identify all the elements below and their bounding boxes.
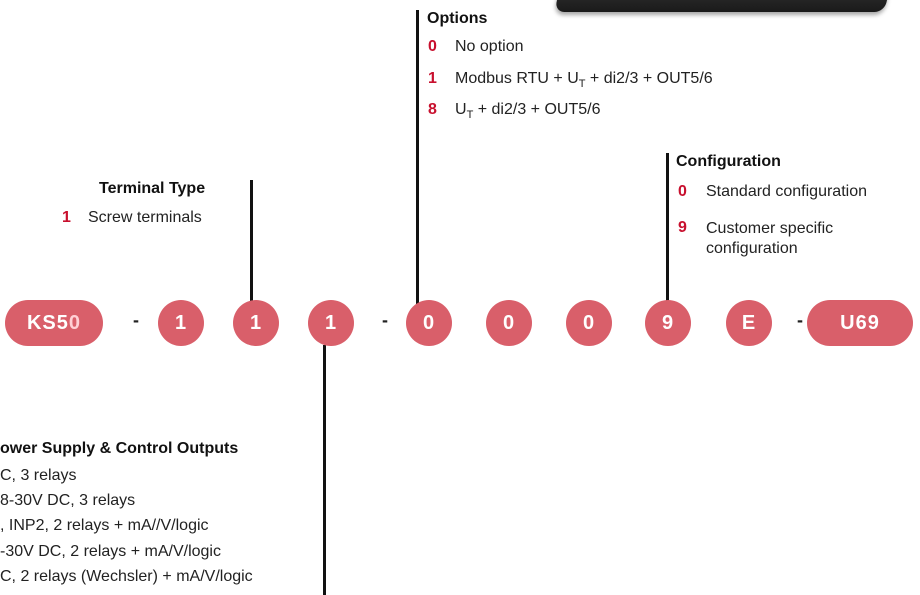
configuration-label-line1: Customer specific [706,220,834,237]
terminal-connector-line [250,180,253,305]
configuration-item: 9 Customer specific configuration [678,219,833,259]
code-digit-3: 1 [308,300,354,346]
power-item: 8-30V DC, 3 relays [0,492,136,509]
options-item: 8 UT + di2/3 + OUT5/6 [428,101,600,121]
code-digit-terminal-type: 1 [233,300,279,346]
code-digit-7: 0 [566,300,612,346]
configuration-item: 0 Standard configuration [678,183,867,201]
code-digit-6: 0 [486,300,532,346]
code-prefix-main: KS5 [26,311,69,334]
configuration-label: Standard configuration [706,183,867,200]
terminal-item: 1 Screw terminals [62,209,202,227]
code-digit-9: E [726,300,772,346]
code-digit-options: 0 [406,300,452,346]
option-label-post: + di2/3 + OUT5/6 [473,101,601,118]
option-label-pre: Modbus RTU + U [455,70,579,87]
configuration-label-line2: configuration [706,240,798,257]
option-label: No option [455,38,524,55]
option-label-pre: U [455,101,467,118]
code-separator: - [382,310,388,330]
terminal-label: Screw terminals [88,209,202,226]
code-prefix-digit: 0 [68,311,82,334]
options-item: 0 No option [428,38,524,56]
configuration-connector-line [666,153,669,303]
code-digit-power-supply: 1 [158,300,204,346]
power-item: C, 2 relays (Wechsler) + mA/V/logic [0,568,253,585]
option-code: 1 [428,70,437,87]
code-separator: - [797,310,803,330]
code-digit-configuration: 9 [645,300,691,346]
options-item: 1 Modbus RTU + UT + di2/3 + OUT5/6 [428,70,713,90]
power-item: C, 3 relays [0,467,77,484]
power-item: -30V DC, 2 relays + mA/V/logic [0,543,221,560]
option-code: 8 [428,101,437,118]
configuration-code: 9 [678,219,687,236]
power-connector-line [323,345,326,595]
code-suffix-pill: U69 [807,300,913,346]
terminal-code: 1 [62,209,71,226]
option-label-post: + di2/3 + OUT5/6 [585,70,713,87]
configuration-heading: Configuration [676,153,781,170]
power-item: , INP2, 2 relays + mA//V/logic [0,517,209,534]
power-heading: ower Supply & Control Outputs [0,440,239,457]
code-separator: - [133,310,139,330]
option-label-sub: T [578,78,586,90]
terminal-heading: Terminal Type [99,180,206,197]
options-heading: Options [427,10,488,27]
option-label-sub: T [466,109,474,121]
option-code: 0 [428,38,437,55]
configuration-code: 0 [678,183,687,200]
device-image [554,0,896,12]
options-connector-line [416,10,419,305]
